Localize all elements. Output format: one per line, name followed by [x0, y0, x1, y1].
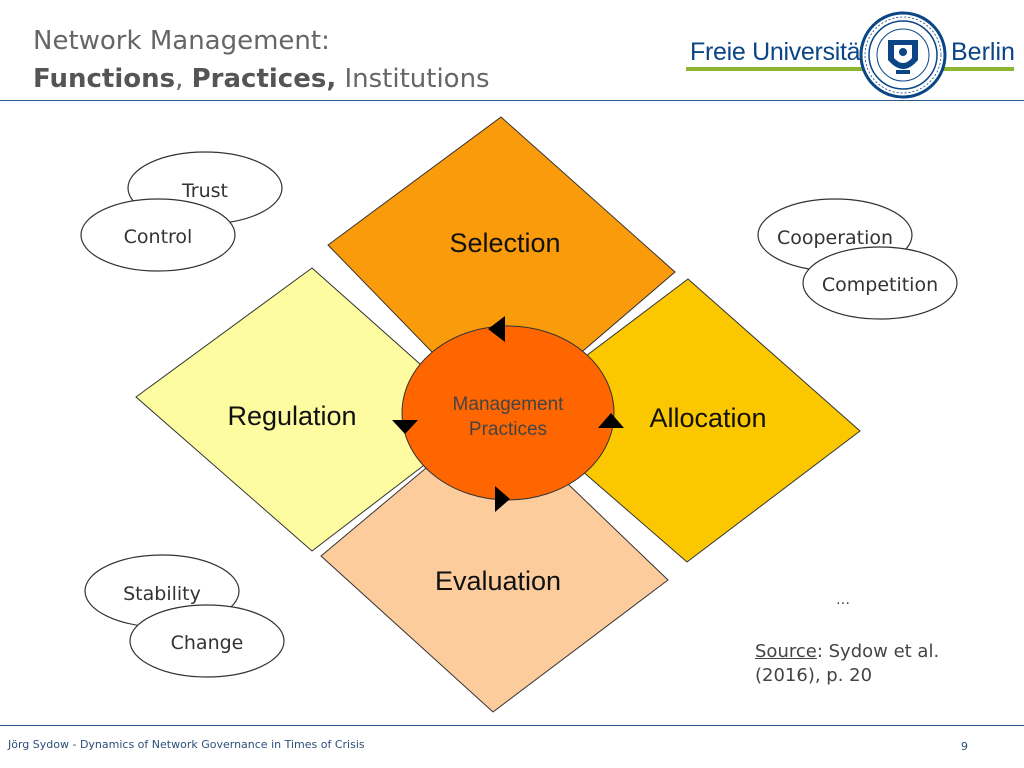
- cycle-arrow-right-icon: [598, 413, 624, 428]
- page-number: 9: [961, 740, 968, 753]
- title-separator: ,: [175, 64, 192, 94]
- change-label: Change: [171, 632, 244, 654]
- change-ellipse: [129, 604, 285, 678]
- logo-text-left: Freie Universität: [690, 38, 867, 66]
- slide-title-line1: Network Management:: [33, 26, 330, 56]
- center-label-line1: Management: [453, 394, 565, 415]
- cycle-arrow-left-icon: [392, 420, 418, 434]
- logo-green-bar: [686, 67, 1014, 71]
- evaluation-label: Evaluation: [435, 566, 561, 596]
- header-rule: [0, 100, 1024, 101]
- allocation-label: Allocation: [649, 403, 766, 433]
- footer-rule: [0, 725, 1024, 726]
- source-citation: Source: Sydow et al. (2016), p. 20: [755, 640, 955, 688]
- cooperation-label: Cooperation: [777, 227, 893, 249]
- evaluation-quadrant: [320, 411, 669, 713]
- control-label: Control: [124, 226, 193, 248]
- logo-text-right: Berlin: [951, 38, 1015, 66]
- title-functions: Functions: [33, 64, 176, 94]
- center-label-line2: Practices: [469, 419, 547, 440]
- source-text: : Sydow et al. (2016), p. 20: [755, 641, 940, 686]
- cycle-arrow-bottom-icon: [495, 486, 510, 512]
- slide-title-line2: Functions, Practices, Institutions: [33, 64, 490, 94]
- source-label: Source: [755, 641, 817, 662]
- cycle-arrow-top-icon: [488, 316, 505, 342]
- competition-label: Competition: [822, 274, 938, 296]
- trust-label: Trust: [181, 180, 228, 202]
- title-practices: Practices,: [191, 64, 337, 94]
- ellipsis-text: …: [836, 592, 850, 608]
- university-seal-icon: [859, 11, 947, 99]
- title-institutions: Institutions: [336, 64, 490, 94]
- selection-label: Selection: [449, 228, 560, 258]
- stability-label: Stability: [123, 583, 201, 605]
- control-ellipse: [80, 198, 236, 272]
- regulation-label: Regulation: [227, 401, 356, 431]
- competition-ellipse: [802, 246, 958, 320]
- footer-text: Jörg Sydow - Dynamics of Network Governa…: [8, 738, 365, 751]
